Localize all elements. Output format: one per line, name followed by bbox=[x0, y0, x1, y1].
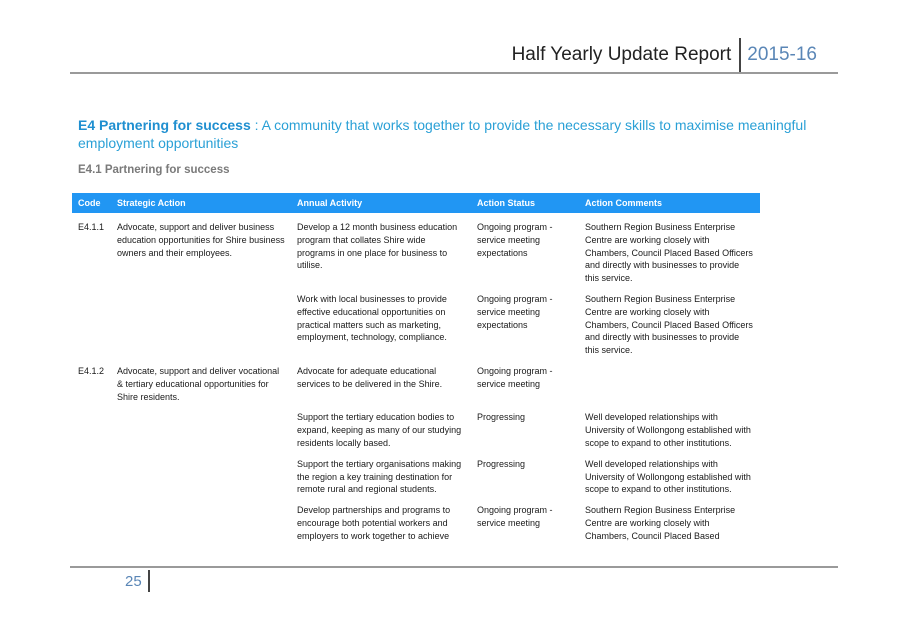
cell-action-status: Ongoing program - service meeting bbox=[477, 505, 553, 528]
col-header-action-comments: Action Comments bbox=[579, 193, 760, 213]
cell-strategic-action bbox=[111, 288, 291, 360]
cell-action-comments: Southern Region Business Enterprise Cent… bbox=[585, 293, 753, 356]
cell-annual-activity: Support the tertiary education bodies to… bbox=[297, 412, 462, 448]
goal-code-title: E4 Partnering for success bbox=[78, 117, 251, 133]
table-row: Support the tertiary education bodies to… bbox=[72, 406, 760, 452]
goal-description: : A community that works together to pro… bbox=[78, 117, 807, 151]
report-title: Half Yearly Update Report bbox=[511, 44, 732, 65]
cell-annual-activity: Develop partnerships and programs to enc… bbox=[297, 505, 451, 541]
report-header: Half Yearly Update Report 2015-16 bbox=[512, 38, 817, 72]
table-row: Develop partnerships and programs to enc… bbox=[72, 499, 760, 545]
cell-action-comments: Well developed relationships with Univer… bbox=[585, 412, 751, 448]
cell-code bbox=[72, 288, 111, 360]
header-divider bbox=[739, 38, 742, 72]
table-row: Work with local businesses to provide ef… bbox=[72, 288, 760, 360]
cell-code bbox=[72, 406, 111, 452]
footer-divider bbox=[148, 570, 150, 592]
cell-annual-activity: Advocate for adequate educational servic… bbox=[297, 365, 443, 389]
col-header-code: Code bbox=[72, 193, 111, 213]
cell-action-status: Ongoing program - service meeting bbox=[477, 365, 553, 389]
cell-strategic-action bbox=[111, 406, 291, 452]
cell-code: E4.1.2 bbox=[78, 365, 105, 376]
col-header-annual-activity: Annual Activity bbox=[291, 193, 471, 213]
cell-action-status: Progressing bbox=[477, 412, 526, 423]
table-header-row: Code Strategic Action Annual Activity Ac… bbox=[72, 193, 760, 213]
header-rule bbox=[70, 72, 838, 74]
cell-code bbox=[72, 499, 111, 545]
cell-code: E4.1.1 bbox=[78, 222, 105, 232]
cell-action-comments bbox=[579, 360, 760, 406]
section-title: E4.1 Partnering for success bbox=[78, 164, 230, 176]
cell-annual-activity: Support the tertiary organisations makin… bbox=[297, 458, 462, 495]
col-header-action-status: Action Status bbox=[471, 193, 579, 213]
cell-annual-activity: Work with local businesses to provide ef… bbox=[297, 293, 447, 343]
cell-action-comments: Southern Region Business Enterprise Cent… bbox=[585, 505, 736, 541]
cell-annual-activity: Develop a 12 month business education pr… bbox=[297, 222, 458, 271]
report-year: 2015-16 bbox=[747, 44, 817, 65]
cell-strategic-action bbox=[111, 453, 291, 499]
cell-action-status: Progressing bbox=[477, 458, 526, 469]
cell-action-comments: Well developed relationships with Univer… bbox=[585, 458, 751, 495]
table-row: E4.1.2 Advocate, support and deliver voc… bbox=[72, 360, 760, 406]
cell-strategic-action: Advocate, support and deliver vocational… bbox=[117, 365, 280, 402]
cell-strategic-action bbox=[111, 499, 291, 545]
goal-heading: E4 Partnering for success : A community … bbox=[78, 116, 828, 152]
table-row: Support the tertiary organisations makin… bbox=[72, 453, 760, 499]
page-number: 25 bbox=[125, 573, 142, 590]
footer-rule bbox=[70, 566, 838, 568]
table-row: E4.1.1 Advocate, support and deliver bus… bbox=[72, 213, 760, 288]
cell-code bbox=[72, 453, 111, 499]
cell-action-status: Ongoing program - service meeting expect… bbox=[477, 222, 553, 258]
cell-action-comments: Southern Region Business Enterprise Cent… bbox=[585, 222, 753, 284]
cell-strategic-action: Advocate, support and deliver business e… bbox=[117, 222, 285, 258]
actions-table: Code Strategic Action Annual Activity Ac… bbox=[72, 193, 760, 546]
col-header-strategic-action: Strategic Action bbox=[111, 193, 291, 213]
cell-action-status: Ongoing program - service meeting expect… bbox=[477, 293, 553, 330]
